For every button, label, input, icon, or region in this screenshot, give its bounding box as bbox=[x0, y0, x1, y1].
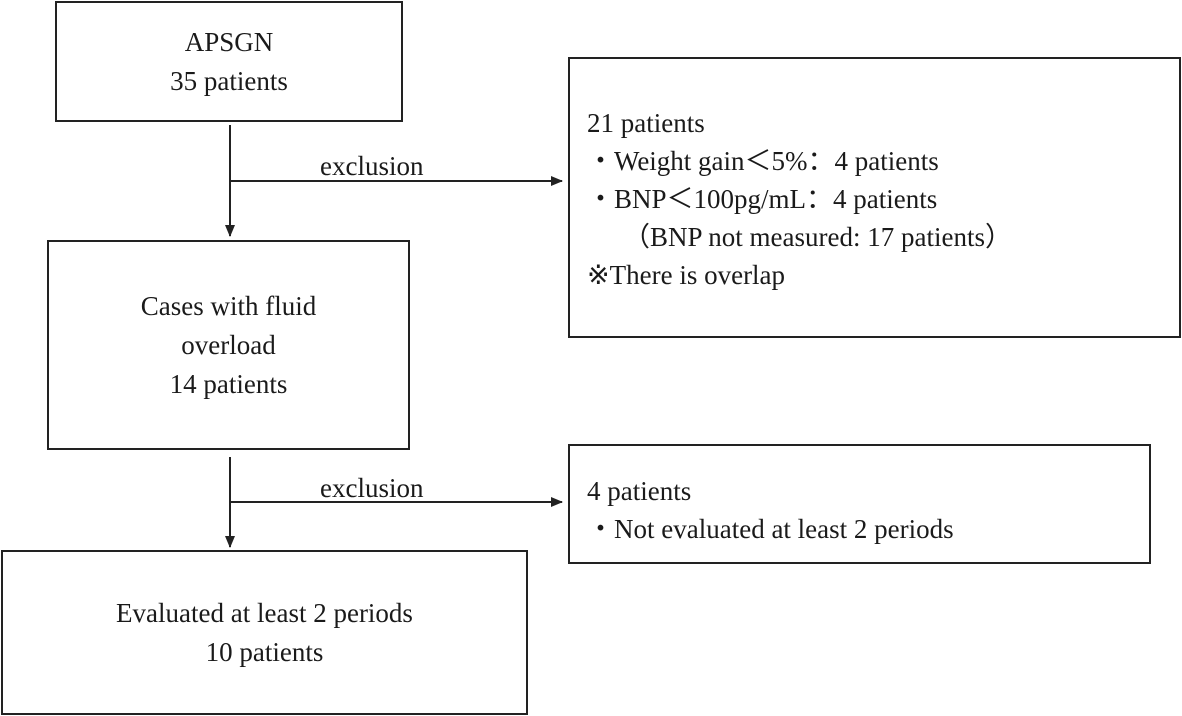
evaluated-box: Evaluated at least 2 periods 10 patients bbox=[1, 550, 528, 715]
apsgn-box: APSGN 35 patients bbox=[55, 1, 403, 122]
exclusion1-item-weight: ・Weight gain＜5%：4 patients bbox=[587, 146, 939, 176]
exclusion1-item-bnp: ・BNP＜100pg/mL：4 patients bbox=[587, 184, 938, 214]
fluid-overload-line1: Cases with fluid bbox=[140, 290, 317, 321]
evaluated-count: 10 patients bbox=[205, 636, 324, 667]
exclusion2-count: 4 patients bbox=[587, 476, 692, 506]
exclusion-box-2: 4 patients ・Not evaluated at least 2 per… bbox=[568, 444, 1151, 564]
apsgn-title: APSGN bbox=[184, 26, 274, 57]
exclusion1-overlap-note: ※There is overlap bbox=[587, 260, 786, 290]
exclusion1-item-bnp-not-measured: （BNP not measured: 17 patients） bbox=[623, 222, 1012, 252]
exclusion-label-2: exclusion bbox=[320, 473, 424, 503]
fluid-overload-count: 14 patients bbox=[169, 368, 288, 399]
exclusion1-count: 21 patients bbox=[587, 108, 705, 138]
fluid-overload-line2: overload bbox=[181, 329, 276, 360]
apsgn-count: 35 patients bbox=[170, 65, 288, 96]
evaluated-line1: Evaluated at least 2 periods bbox=[116, 597, 413, 628]
exclusion2-item-not-evaluated: ・Not evaluated at least 2 periods bbox=[587, 514, 954, 544]
fluid-overload-box: Cases with fluid overload 14 patients bbox=[47, 240, 410, 450]
exclusion-label-1: exclusion bbox=[320, 151, 424, 181]
exclusion-box-1: 21 patients ・Weight gain＜5%：4 patients ・… bbox=[568, 57, 1181, 338]
